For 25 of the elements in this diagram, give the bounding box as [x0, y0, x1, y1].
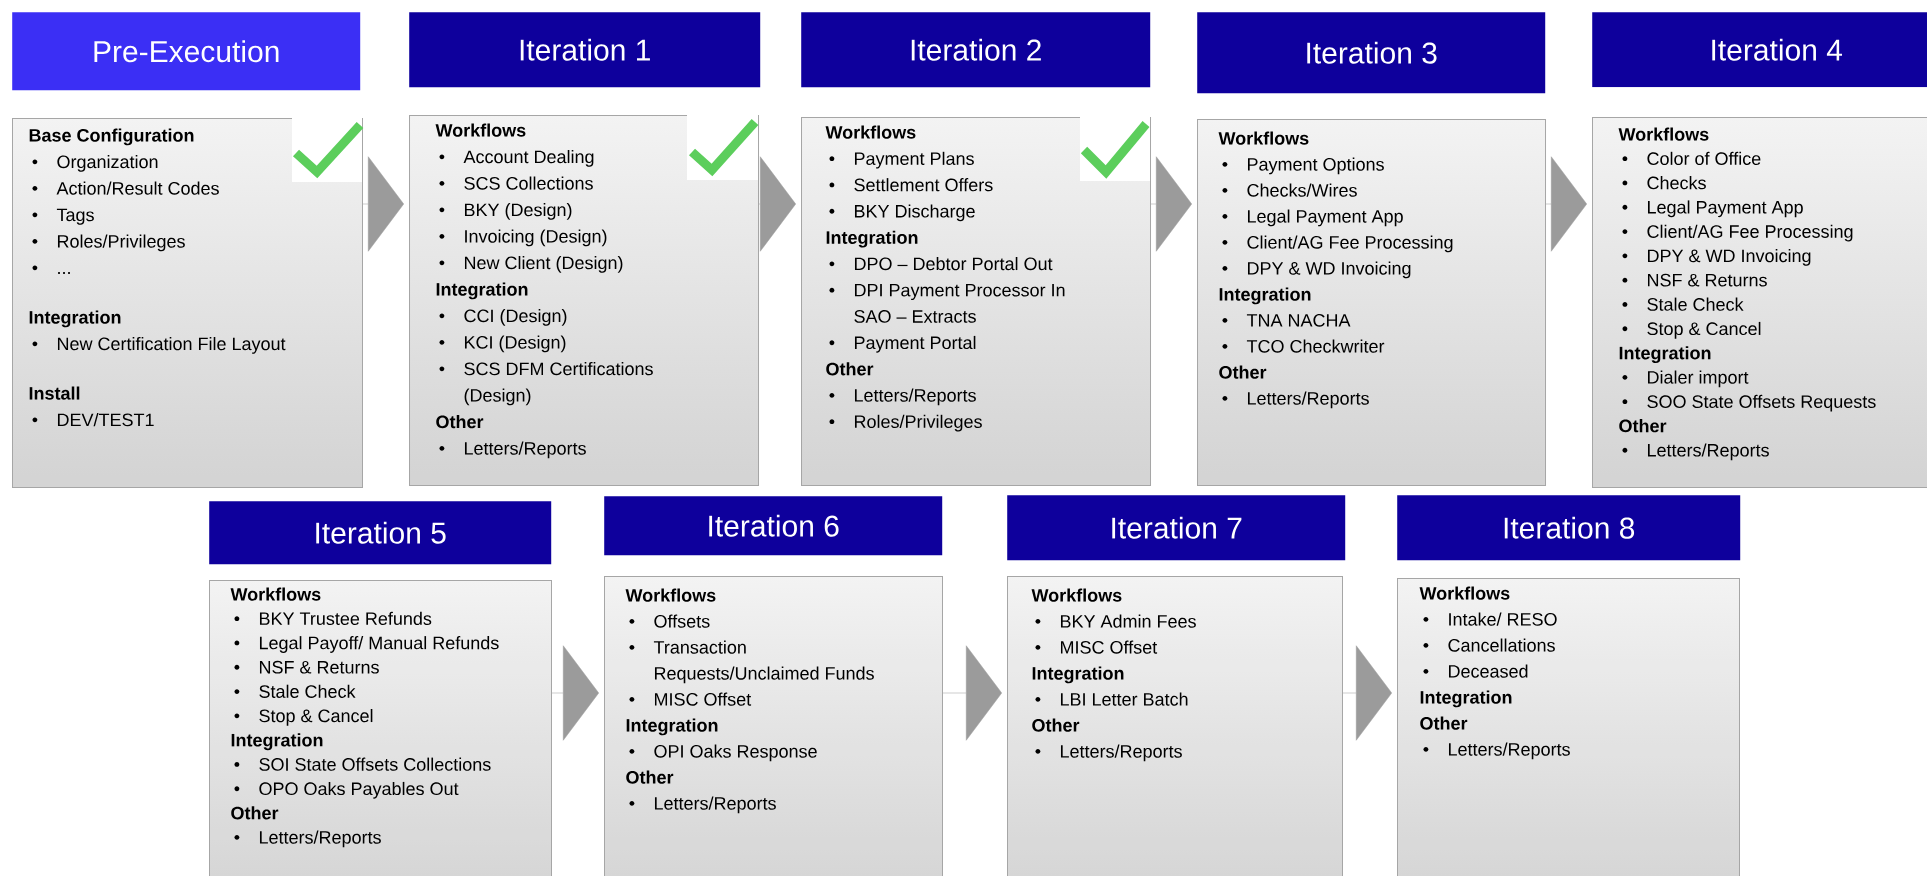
iteration-header: Iteration 4	[1592, 12, 1927, 88]
iteration-header: Iteration 8	[1397, 495, 1741, 561]
content-box: Workflows BKY Trustee Refunds Legal Payoff/ Manual Refunds NSF & Returns Stale Check Stop & Cancel Integration SOI State Offsets Collections OPO Oaks Payables Out Other Letters/Reports	[209, 580, 552, 876]
iteration-header: Iteration 1	[409, 12, 761, 88]
chevron-arrow	[942, 645, 1002, 741]
content-box: Workflows Offsets Transaction Requests/Unclaimed Funds MISC Offset Integration OPI Oaks Response Other Letters/Reports	[604, 576, 943, 876]
content-box: Workflows Payment Options Checks/Wires Legal Payment App Client/AG Fee Processing DPY & WD Invoicing Integration TNA NACHA TCO Checkwriter Other Letters/Reports	[1197, 119, 1546, 486]
iteration-header: Pre-Execution	[12, 12, 361, 91]
iteration-header: Iteration 5	[209, 501, 552, 565]
chevron-arrow	[362, 156, 404, 252]
chevron-arrow	[1342, 645, 1392, 741]
content-box: Workflows Account Dealing SCS Collections BKY (Design) Invoicing (Design) New Client (Design) Integration CCI (Design) KCI (Design) SCS DFM Certifications (Design) Other Letters/Reports	[409, 115, 759, 486]
chevron-arrow	[551, 645, 599, 741]
content-box: Workflows Intake/ RESO Cancellations Deceased Integration Other Letters/Reports	[1397, 578, 1740, 876]
content-box: Workflows Payment Plans Settlement Offers BKY Discharge Integration DPO – Debtor Portal Out DPI Payment Processor In SAO – Extracts Payment Portal Other Letters/Reports Roles/Privileges	[801, 117, 1151, 486]
content-box: Workflows BKY Admin Fees MISC Offset Integration LBI Letter Batch Other Letters/Reports	[1007, 576, 1343, 876]
chevron-arrow	[758, 156, 796, 252]
iteration-header: Iteration 7	[1007, 495, 1346, 561]
iteration-header: Iteration 6	[604, 496, 943, 556]
chevron-arrow	[1545, 156, 1587, 252]
chevron-arrow	[1150, 156, 1192, 252]
iteration-header: Iteration 3	[1197, 12, 1546, 94]
content-box: Base Configuration Organization Action/Result Codes Tags Roles/Privileges ... Integration New Certification File Layout Install DEV/TEST1	[12, 118, 363, 488]
content-box: Workflows Color of Office Checks Legal Payment App Client/AG Fee Processing DPY & WD Invoicing NSF & Returns Stale Check Stop & Cancel Integration Dialer import SOO State Offsets Requests Other Letters/Reports	[1592, 117, 1927, 488]
iteration-header: Iteration 2	[801, 12, 1151, 88]
